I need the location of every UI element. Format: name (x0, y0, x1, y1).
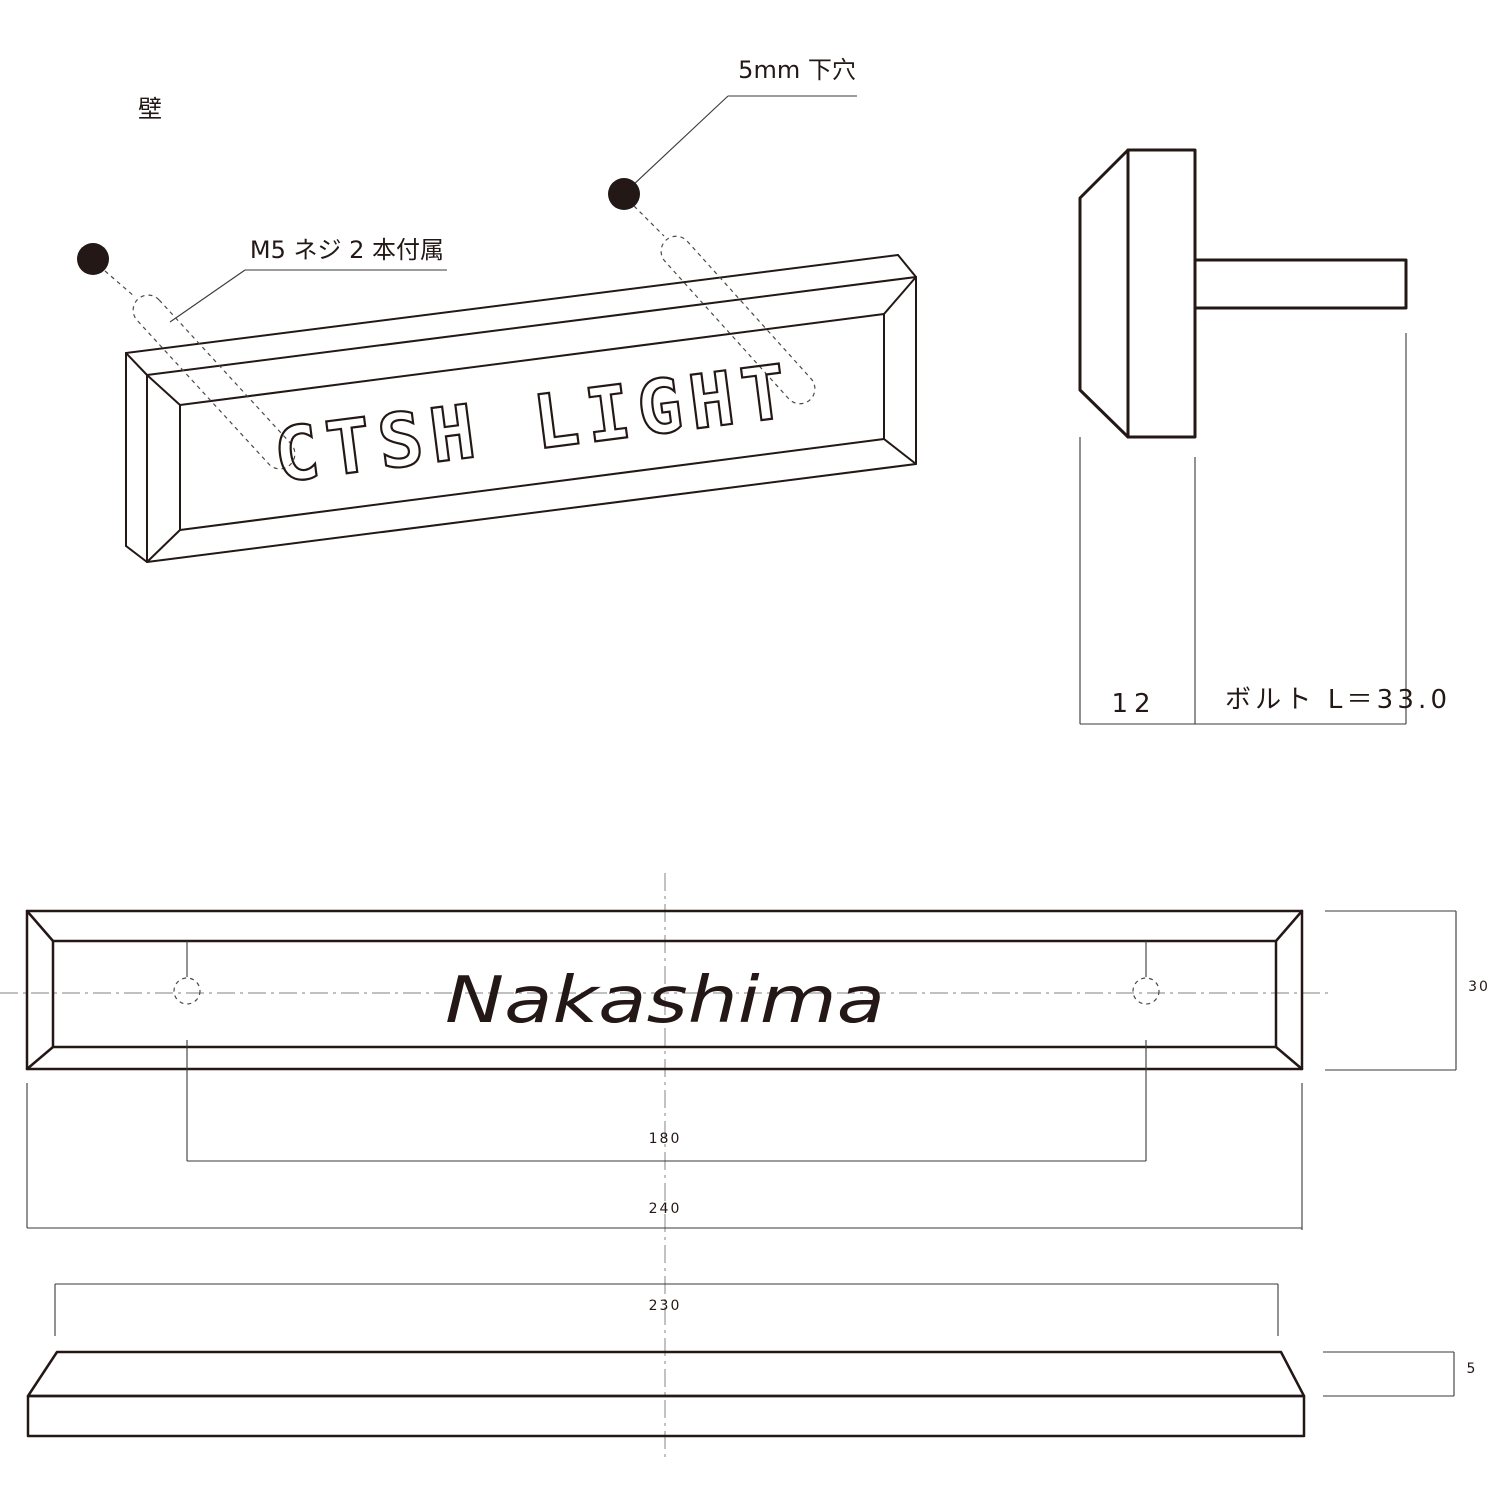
front-inner-face (51, 939, 1278, 1049)
mounting-hole-left (173, 977, 201, 1005)
bolt-length-label: ボルト L＝33.0 (1225, 685, 1447, 715)
height-label: 30 (1468, 979, 1490, 995)
pilot-hole-label: 5mm 下穴 (738, 56, 856, 84)
engraved-text: CTSH LIGHT (269, 349, 791, 500)
front-bevel-bottom-left (25, 1045, 55, 1071)
side-bevel (1078, 148, 1130, 439)
plate-outline (125, 254, 917, 563)
mounting-hole-right (1132, 977, 1160, 1005)
screw-callout: M5 ネジ 2 本付属 (169, 236, 447, 323)
front-bevel-top-left (25, 909, 55, 943)
pilot-hole-callout: 5mm 下穴 (631, 56, 857, 187)
profile-body (26, 1394, 1306, 1438)
front-view: Nakashima 180 240 30 (0, 873, 1490, 1460)
plate-thickness-label: 12 (1111, 689, 1156, 719)
plate-back-top-edge (125, 254, 899, 354)
name-sample-text: Nakashima (445, 964, 885, 1038)
profile-view: 230 5 (26, 1283, 1478, 1438)
wall-hole-marker-right (608, 178, 640, 210)
side-bolt (1193, 258, 1408, 310)
hole-axis-left (104, 270, 136, 298)
bevel-corner-bottom-left (146, 529, 181, 563)
screw-slot-left (132, 294, 296, 470)
side-plate-body (1126, 148, 1197, 439)
profile-bevel (26, 1350, 1306, 1398)
hole-axis-right (633, 205, 665, 237)
pilot-hole-leader-line (631, 95, 729, 187)
plate-right-top-edge (897, 254, 917, 278)
engraving-group: CTSH LIGHT (268, 348, 792, 501)
plate-left-bottom-edge (125, 545, 148, 563)
wall-hole-marker-left (77, 243, 109, 275)
front-bevel-top-right (1274, 909, 1304, 943)
bevel-corner-top-right (883, 276, 917, 315)
overall-width-label: 240 (649, 1201, 682, 1217)
screw-leader-line (169, 269, 246, 323)
front-bevel-bottom-right (1274, 1045, 1304, 1071)
hole-pitch-label: 180 (649, 1131, 682, 1147)
screw-label: M5 ネジ 2 本付属 (250, 236, 444, 264)
wall-label: 壁 (138, 95, 162, 123)
side-view: 12 ボルト L＝33.0 (1078, 148, 1447, 725)
isometric-view: 壁 5mm 下穴 M5 ネジ 2 本付属 (77, 56, 917, 563)
plate-left-top-edge (125, 352, 148, 376)
front-outer-edge (25, 909, 1304, 1071)
bevel-corner-top-left (146, 374, 181, 406)
thickness-label: 5 (1467, 1361, 1478, 1377)
face-width-label: 230 (649, 1298, 682, 1314)
bevel-corner-bottom-right (883, 438, 917, 465)
screw-slot-right (660, 235, 816, 405)
